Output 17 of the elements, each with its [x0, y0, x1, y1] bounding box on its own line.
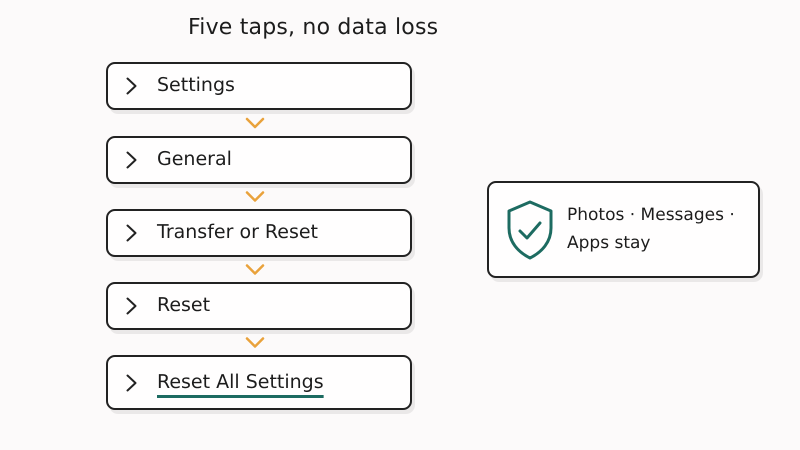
step-label: Transfer or Reset — [157, 220, 318, 246]
menu-step-box — [106, 62, 412, 110]
info-box — [487, 181, 760, 278]
menu-step-box — [106, 355, 412, 410]
step-label: General — [157, 147, 232, 172]
menu-step-box — [106, 209, 412, 257]
menu-step-box — [106, 136, 412, 184]
step-label: Reset — [157, 293, 210, 318]
chevron-arrow — [246, 191, 264, 202]
chevron-arrow — [246, 337, 264, 348]
menu-step-box — [106, 282, 412, 330]
chevron-arrow — [246, 264, 264, 275]
diagram-title: Five taps, no data loss — [188, 15, 438, 40]
step-label: Reset All Settings — [157, 370, 324, 395]
info-text: Photos · Messages · Apps stay — [567, 204, 736, 254]
chevron-arrow — [246, 118, 264, 128]
step-label: Settings — [157, 73, 235, 98]
